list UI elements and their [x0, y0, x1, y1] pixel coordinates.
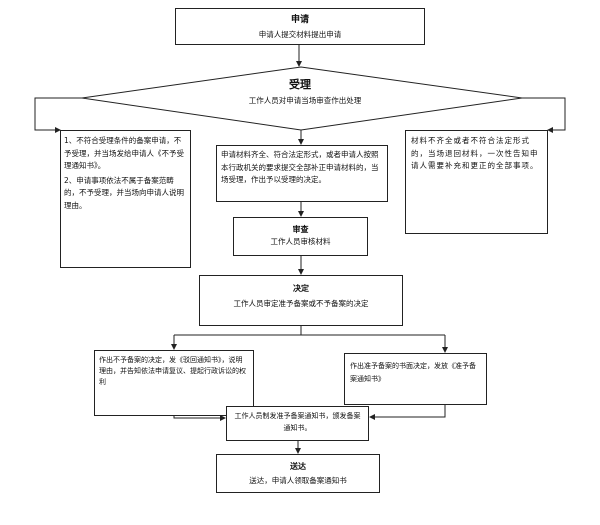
line-to-supplement: [522, 97, 566, 133]
arrow-approve-to-notice: [369, 405, 446, 420]
accept-text: 工作人员对申请当场审查作出处理: [248, 96, 362, 105]
apply-text: 申请人提交材料提出申请: [258, 30, 342, 39]
decide-text: 工作人员审定准予备案或不予备案的决定: [233, 299, 369, 308]
accept-condition-box: 申请材料齐全、符合法定形式，或者申请人按照本行政机关的要求提交全部补正申请材料的…: [216, 145, 388, 202]
apply-box: 申请 申请人提交材料提出申请: [175, 8, 425, 45]
deny-text: 作出不予备案的决定，发《驳回通知书》，说明理由，并告知依法申请复议、提起行政诉讼…: [99, 356, 246, 386]
apply-title: 申请: [290, 15, 309, 25]
accept-title: 受理: [289, 78, 311, 91]
reject-line-2: 2、申请事项依法不属于备案范畴的，不予受理，并当场向申请人说明理由。: [64, 175, 184, 210]
reject-box: 1、不符合受理条件的备案申请，不予受理，并当场发给申请人《不予受理通知书》。 2…: [60, 130, 191, 268]
notice-text: 工作人员制发准予备案通知书，颁发备案通知书。: [234, 412, 361, 432]
approve-text: 作出准予备案的书面决定，发放《准予备案通知书》: [350, 362, 476, 383]
review-text: 工作人员审核材料: [270, 237, 331, 246]
accept-condition-text: 申请材料齐全、符合法定形式，或者申请人按照本行政机关的要求提交全部补正申请材料的…: [221, 150, 379, 184]
deliver-text: 送达，申请人领取备案通知书: [249, 476, 347, 485]
approve-box: 作出准予备案的书面决定，发放《准予备案通知书》: [344, 353, 487, 405]
decide-title: 决定: [293, 284, 309, 293]
line-to-reject: [34, 97, 82, 131]
arrow-deny-to-notice: [173, 415, 226, 421]
deny-box: 作出不予备案的决定，发《驳回通知书》，说明理由，并告知依法申请复议、提起行政诉讼…: [94, 350, 254, 416]
deliver-box: 送达 送达，申请人领取备案通知书: [216, 454, 380, 493]
review-box: 审查 工作人员审核材料: [233, 217, 368, 256]
supplement-box: 材料不齐全或者不符合法定形式的，当场退回材料，一次性告知申请人需要补充和更正的全…: [405, 130, 548, 234]
notice-box: 工作人员制发准予备案通知书，颁发备案通知书。: [226, 406, 369, 441]
review-title: 审查: [292, 225, 309, 234]
deliver-title: 送达: [290, 462, 306, 471]
supplement-text: 材料不齐全或者不符合法定形式的，当场退回材料，一次性告知申请人需要补充和更正的全…: [411, 136, 539, 170]
decide-box: 决定 工作人员审定准予备案或不予备案的决定: [199, 275, 403, 326]
reject-line-1: 1、不符合受理条件的备案申请，不予受理，并当场发给申请人《不予受理通知书》。: [64, 136, 184, 170]
